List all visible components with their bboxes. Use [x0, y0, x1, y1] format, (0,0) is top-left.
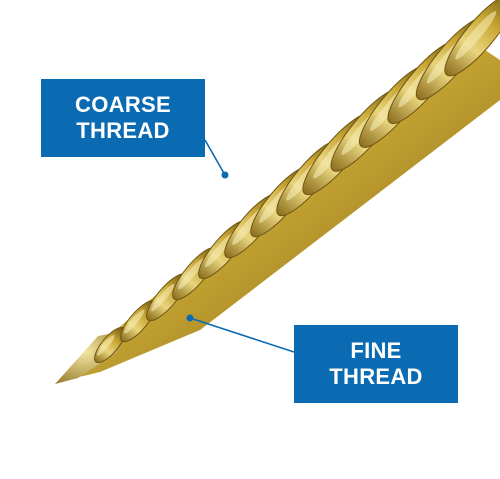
coarse-thread-callout: COARSE THREAD	[41, 79, 205, 157]
coarse-thread-label-line2: THREAD	[76, 118, 170, 143]
screw-thread-highlight	[205, 232, 235, 268]
screw-thread-highlight	[178, 258, 205, 290]
coarse-thread-label-line1: COARSE	[75, 92, 171, 117]
screw-thread-highlight	[151, 284, 175, 312]
fine-thread-label-line2: THREAD	[329, 364, 423, 389]
fine-thread-label-line1: FINE	[350, 338, 402, 363]
fine-thread-callout: FINE THREAD	[294, 325, 458, 403]
screw-threads	[94, 0, 500, 364]
screw-thread-highlight	[124, 309, 145, 334]
screw-thread-highlight	[455, 11, 497, 60]
screw-thread-highlight	[97, 335, 115, 356]
